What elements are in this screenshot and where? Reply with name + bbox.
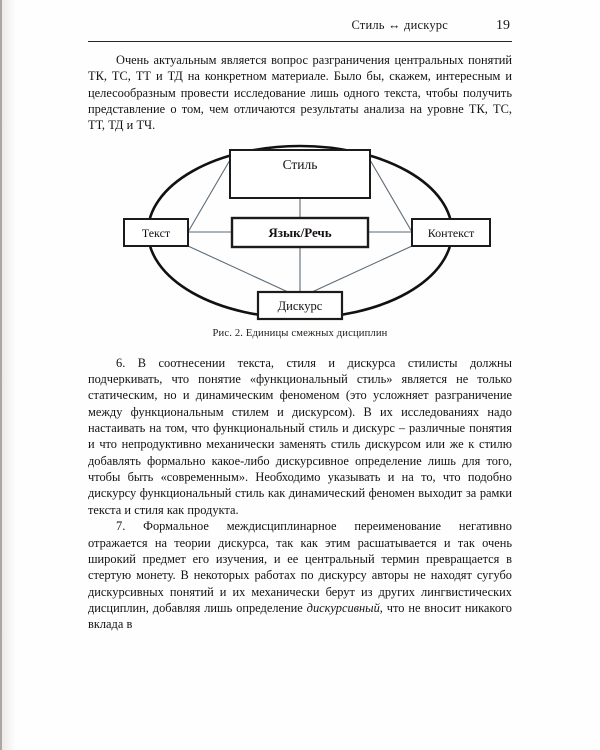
paragraph-7-part1: 7. Формальное междисциплинарное переимен…: [88, 519, 512, 615]
header-rule: [88, 41, 512, 42]
page-number: 19: [496, 18, 510, 33]
node-label-text: Текст: [142, 226, 171, 240]
node-label-context: Контекст: [428, 226, 475, 240]
figure-2: Стиль Текст Язык/Речь Контекст Дискурс Р…: [88, 142, 512, 347]
node-label-language-speech: Язык/Речь: [268, 225, 331, 240]
node-label-style: Стиль: [283, 157, 318, 172]
paragraph-intro: Очень актуальным является вопрос разгран…: [88, 53, 512, 133]
node-box-style: [229, 148, 371, 199]
running-head: Стиль ↔ дискурс 19: [88, 18, 510, 40]
node-box-discourse: [256, 290, 344, 320]
node-label-discourse: Дискурс: [278, 299, 323, 313]
running-head-title: Стиль ↔ дискурс: [351, 18, 448, 32]
paragraph-7: 7. Формальное междисциплинарное переимен…: [88, 518, 512, 632]
connector-lines: [187, 159, 413, 293]
figure-caption: Рис. 2. Единицы смежных дисциплин: [212, 327, 388, 339]
node-box-language-speech: [230, 216, 370, 248]
diagram-svg: Стиль Текст Язык/Речь Контекст Дискурс: [123, 144, 491, 320]
text-column: Очень актуальным является вопрос разгран…: [88, 52, 512, 633]
node-box-context: [411, 217, 491, 247]
page-gutter-shadow: [0, 0, 16, 750]
page-edge-line: [0, 0, 2, 750]
paragraph-6: 6. В соотнесении текста, стиля и дискурс…: [88, 355, 512, 517]
paragraph-7-italic-term: дискурсивный: [306, 600, 380, 615]
paragraph-7-part2: , что не вносит никакого вклада в: [88, 600, 512, 632]
node-box-text: [123, 217, 189, 247]
